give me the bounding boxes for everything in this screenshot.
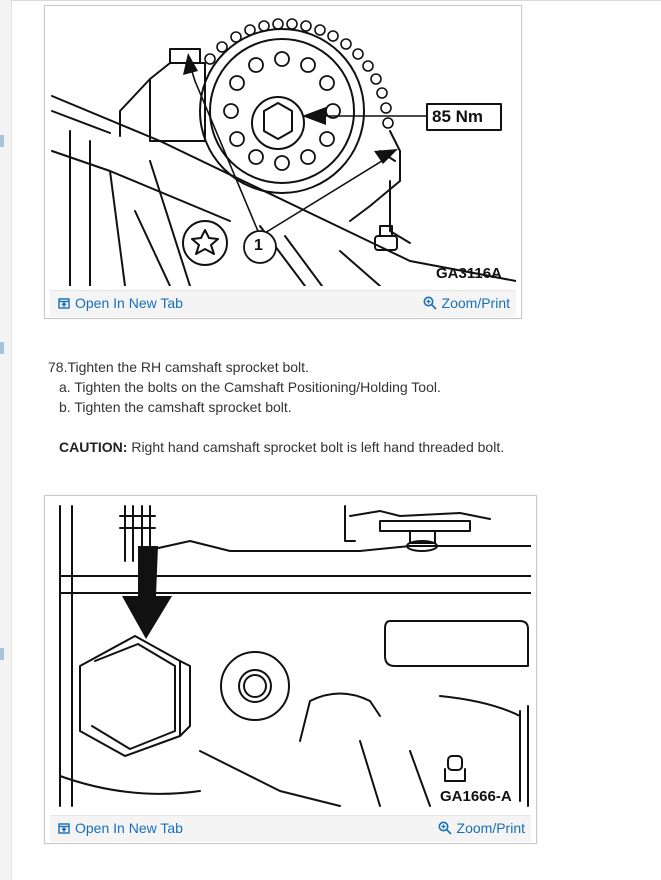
margin-marker (0, 648, 4, 660)
open-in-new-tab-link[interactable]: Open In New Tab (58, 820, 183, 836)
margin-marker (0, 135, 4, 147)
open-in-new-tab-label: Open In New Tab (75, 295, 183, 311)
top-divider (11, 0, 661, 1)
figure-camshaft-sprocket-torque: 1 85 Nm GA3116A Open In New Tab (44, 5, 522, 319)
caution-label: CAUTION: (59, 439, 128, 455)
step-instruction: 78.Tighten the RH camshaft sprocket bolt… (48, 359, 309, 375)
zoom-print-link[interactable]: Zoom/Print (438, 820, 525, 836)
procedure-step: 78.Tighten the RH camshaft sprocket bolt… (48, 357, 648, 457)
item-callout-label: 1 (254, 237, 263, 254)
left-page-margin (0, 0, 12, 880)
torque-callout-label: 85 Nm (432, 107, 484, 126)
zoom-print-label: Zoom/Print (456, 820, 525, 836)
open-in-new-tab-icon (58, 297, 70, 309)
caution-note: CAUTION: Right hand camshaft sprocket bo… (59, 437, 648, 457)
figure-2-toolbar: Open In New Tab Zoom/Print (50, 815, 531, 842)
step-substep-a: a. Tighten the bolts on the Camshaft Pos… (59, 379, 441, 395)
figure-1-illustration: 1 85 Nm GA3116A (50, 11, 516, 286)
figure-code-label: GA3116A (436, 265, 502, 282)
open-in-new-tab-label: Open In New Tab (75, 820, 183, 836)
margin-marker (0, 342, 4, 354)
figure-sprocket-bolt-location: GA1666-A Open In New Tab Zoom/Print (44, 495, 537, 844)
step-substep-b: b. Tighten the camshaft sprocket bolt. (59, 399, 292, 415)
figure-code-label: GA1666-A (440, 788, 512, 805)
magnifier-icon (438, 821, 452, 835)
open-in-new-tab-icon (58, 822, 70, 834)
figure-2-illustration: GA1666-A (50, 501, 531, 811)
figure-1-toolbar: Open In New Tab Zoom/Print (50, 290, 516, 317)
zoom-print-label: Zoom/Print (441, 295, 510, 311)
zoom-print-link[interactable]: Zoom/Print (423, 295, 510, 311)
caution-text: Right hand camshaft sprocket bolt is lef… (131, 439, 505, 455)
open-in-new-tab-link[interactable]: Open In New Tab (58, 295, 183, 311)
magnifier-icon (423, 296, 437, 310)
